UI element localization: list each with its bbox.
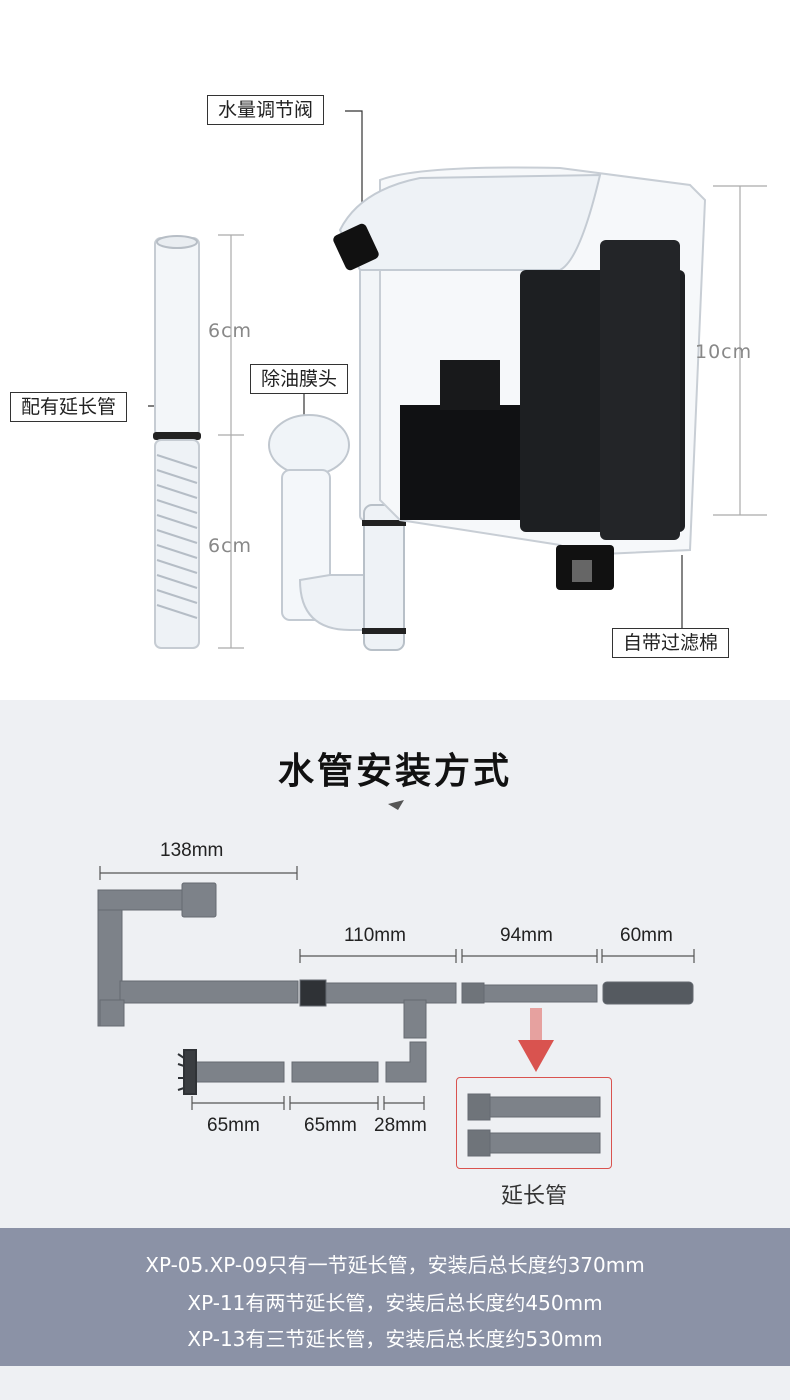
dim-138mm: 138mm [160,840,224,861]
install-heading: 水管安装方式 [277,751,512,792]
decorative-mark [388,800,404,810]
dim-60mm: 60mm [620,925,673,946]
oil-film-head-image [268,414,381,631]
extension-tube-callout: 配有延长管 [10,392,128,422]
extension-tube-label: 延长管 [500,1184,567,1209]
filter-height-dimension: 10cm [695,341,753,363]
product-illustration [148,110,767,651]
extension-tube-box [456,1077,612,1169]
note-xp11: XP-11有两节延长管，安装后总长度约450mm [187,1291,603,1315]
tube-lower-dimension: 6cm [208,535,253,557]
dim-28mm-elbow: 28mm [374,1115,427,1136]
extension-tube-image [153,235,201,649]
filter-body-image [333,166,707,590]
tube-upper-dimension: 6cm [208,320,253,342]
dim-94mm: 94mm [500,925,553,946]
dim-110mm: 110mm [344,925,406,946]
valve-callout: 水量调节阀 [207,95,325,125]
note-xp13: XP-13有三节延长管，安装后总长度约530mm [187,1327,603,1351]
filter-sponge-callout: 自带过滤棉 [612,628,730,658]
note-xp05-xp09: XP-05.XP-09只有一节延长管，安装后总长度约370mm [145,1253,645,1277]
pipe-install-diagram [97,800,695,1157]
valve-leader-line [345,110,363,228]
footer-strip [0,1366,790,1400]
notes-band [0,1228,790,1366]
oil-film-head-callout: 除油膜头 [250,364,349,394]
down-arrow-icon [518,1008,554,1072]
dim-65mm-strainer: 65mm [207,1115,260,1136]
strainer-icon [177,1049,197,1095]
install-section [0,700,790,1228]
dim-65mm-pipe: 65mm [304,1115,357,1136]
